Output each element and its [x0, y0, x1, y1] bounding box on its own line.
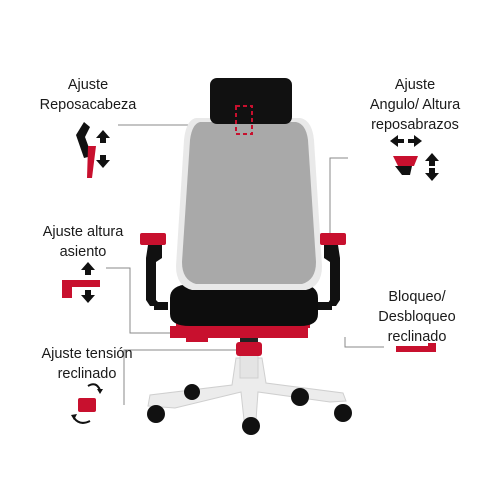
seat-height-icon [62, 262, 100, 303]
headrest-adjust-icon [76, 122, 110, 178]
headrest [210, 78, 292, 124]
right-armrest [318, 233, 346, 310]
caster-wheel [184, 384, 200, 400]
tension-knob-icon [71, 383, 103, 424]
tension-label: Ajuste tensión reclinado [41, 346, 133, 382]
caster-wheel [242, 417, 260, 435]
chair-base [147, 347, 352, 435]
armrest-label: Ajuste Angulo/ Altura reposabrazos [369, 77, 461, 133]
tension-knob [236, 342, 262, 356]
armrest-adjust-icon [390, 135, 439, 181]
headrest-adjust-marker [235, 105, 253, 135]
recline-lock-label: Bloqueo/ Desbloqueo reclinado [378, 289, 456, 345]
left-armrest [140, 233, 168, 310]
caster-wheel [147, 405, 165, 423]
recline-lock-icon [396, 343, 436, 352]
caster-wheel [291, 388, 309, 406]
caster-wheel [334, 404, 352, 422]
headrest-label: Ajuste Reposacabeza [39, 77, 137, 113]
backrest-mesh [182, 122, 316, 284]
seat-height-label: Ajuste altura asiento [42, 224, 124, 260]
seat-cushion [170, 284, 318, 326]
